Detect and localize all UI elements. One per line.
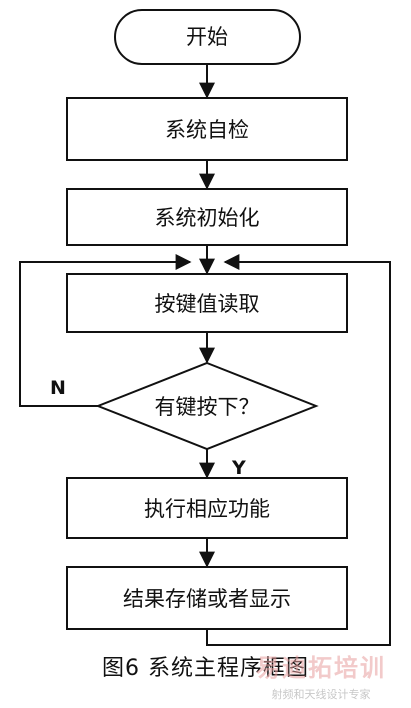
process-self-check: 系统自检: [66, 97, 348, 161]
self-check-label: 系统自检: [165, 118, 249, 142]
process-init: 系统初始化: [66, 188, 348, 246]
decision-label: 有键按下？: [155, 395, 260, 419]
decision-key-pressed: 有键按下？: [95, 361, 319, 451]
svg-text:易迪拓培训: 易迪拓培训: [256, 654, 386, 682]
connector-no-loop: [19, 254, 192, 407]
watermark-subtitle: 射频和天线设计专家: [272, 687, 371, 701]
init-label: 系统初始化: [155, 206, 260, 230]
start-terminator: 开始: [114, 9, 301, 65]
start-label: 开始: [186, 25, 228, 49]
watermark-logo: 易迪拓培训 射频和天线设计专家: [256, 654, 386, 701]
yes-branch-label: Y: [231, 457, 246, 479]
process-execute: 执行相应功能: [66, 477, 348, 539]
execute-label: 执行相应功能: [144, 497, 270, 521]
no-branch-label: N: [50, 377, 66, 399]
store-display-label: 结果存储或者显示: [123, 587, 291, 611]
process-store-display: 结果存储或者显示: [66, 566, 348, 630]
read-keys-label: 按键值读取: [155, 292, 260, 316]
connector-return-loop: [206, 254, 391, 646]
figure-caption: 图6 系统主程序框图: [102, 656, 309, 681]
process-read-keys: 按键值读取: [66, 273, 348, 333]
